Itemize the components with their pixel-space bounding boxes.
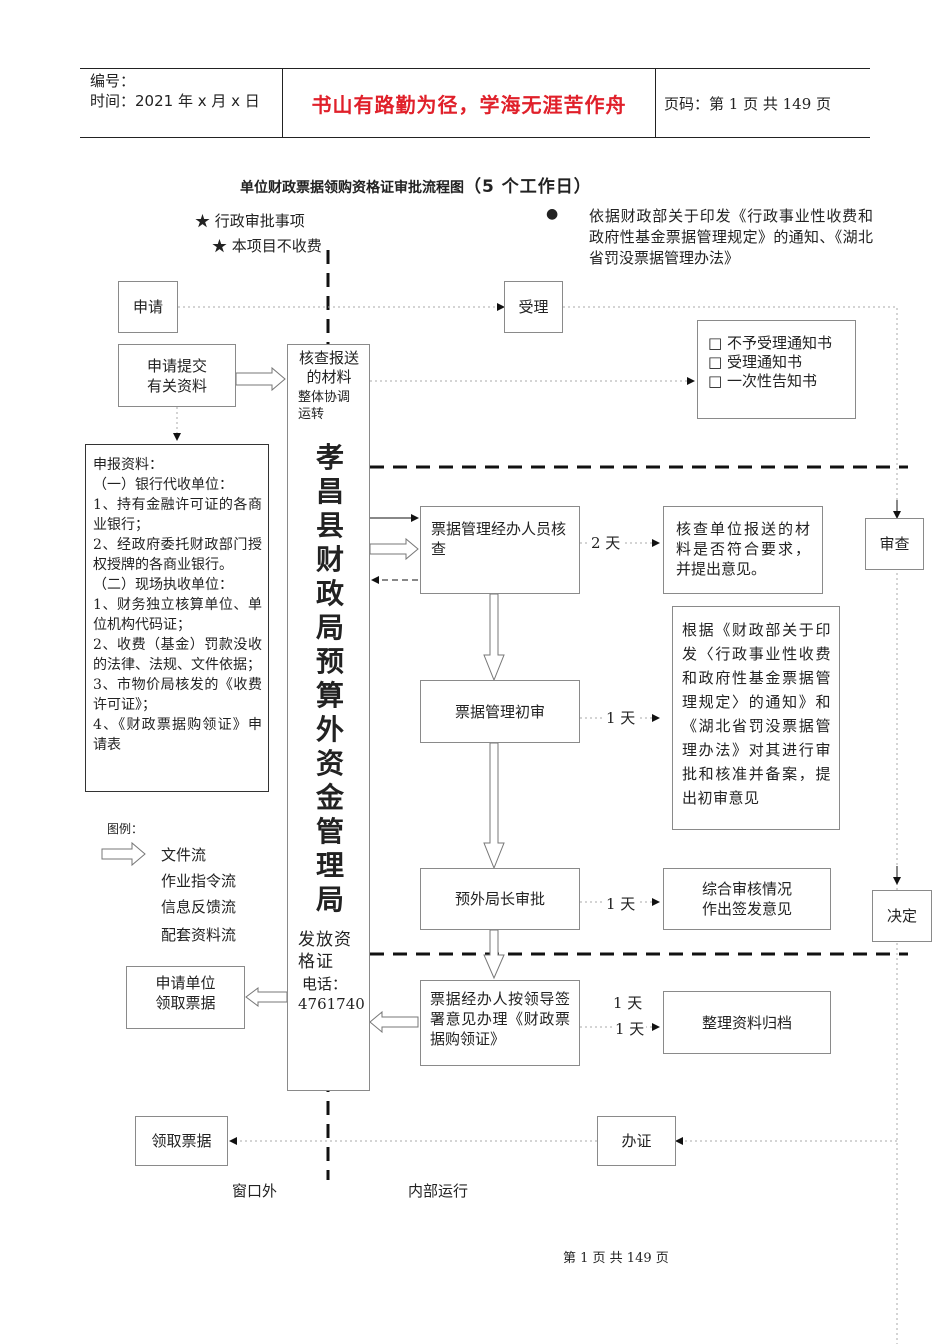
step-4-box: 票据经办人按领导签署意见办理《财政票据购领证》 [420,980,580,1066]
legend-item: 文件流 [161,846,207,864]
page-footer: 第 1 页 共 149 页 [563,1251,669,1266]
node-issue: 办证 [597,1116,676,1166]
diagram-title: 单位财政票据领购资格证审批流程图（5 个工作日） [240,172,710,197]
title-main: 单位财政票据领购资格证审批流程图 [240,180,464,196]
issue-cert-label: 发放资格证 [298,930,352,972]
step-3-box: 预外局长审批 [420,868,580,930]
step-4-note: 整理资料归档 [663,991,831,1054]
basis-text: 依据财政部关于印发《行政事业性收费和政府性基金票据管理规定》的通知、《湖北省罚没… [589,207,873,267]
step-4-days-b: 1 天 [613,1019,647,1039]
star-note-1: ★ 行政审批事项 [195,212,305,230]
notices-box: □ 不予受理通知书 □ 受理通知书 □ 一次性告知书 [697,320,856,419]
legend-item: 作业指令流 [161,872,237,890]
node-receive-tickets: 领取票据 [135,1116,228,1166]
bullet-icon: ● [546,206,559,222]
header-motto-cell: 书山有路勤为径，学海无涯苦作舟 [283,69,656,137]
number-label: 编号： [90,72,136,90]
node-review: 审查 [865,518,924,570]
header-left: 编号： 时间：2021 年 x 月 x 日 [80,69,283,137]
step-3-days: 1 天 [604,894,638,914]
motto: 书山有路勤为径，学海无涯苦作舟 [311,92,627,117]
legend-item: 配套资料流 [161,926,237,944]
page-header: 编号： 时间：2021 年 x 月 x 日 书山有路勤为径，学海无涯苦作舟 页码… [80,68,870,138]
node-submit-materials: 申请提交 有关资料 [118,344,236,407]
legend-title: 图例： [107,822,144,836]
notice-accept: □ 受理通知书 [708,353,802,371]
declare-line: （二）现场执收单位： [93,577,233,593]
step-1-days: 2 天 [589,533,623,553]
declare-line: 1、财务独立核算单位、单位机构代码证； [93,597,262,633]
star-note-2: ★ 本项目不收费 [212,237,322,255]
node-accept: 受理 [504,281,563,333]
agency-column: 核查报送的材料 整体协调运转 孝昌县财政局预算外资金管理局 发放资格证 电话： … [287,344,370,1091]
declare-line: 1、持有金融许可证的各商业银行； [93,497,262,533]
notice-onetime: □ 一次性告知书 [708,372,817,390]
declare-title: 申报资料： [93,457,163,473]
node-decide: 决定 [872,890,932,942]
declare-line: 2、经政府委托财政部门授权授牌的各商业银行。 [93,537,262,573]
step-4-days-a: 1 天 [613,994,643,1012]
node-apply: 申请 [118,281,178,333]
notice-reject: □ 不予受理通知书 [708,334,832,352]
step-3-note: 综合审核情况 作出签发意见 [663,868,831,930]
date-line: 时间：2021 年 x 月 x 日 [90,92,260,110]
legend-item: 信息反馈流 [161,898,237,916]
node-collect-by-unit: 申请单位 领取票据 [126,966,245,1029]
zone-inside: 内部运行 [408,1182,469,1200]
declare-line: 2、收费（基金）罚款没收的法律、法规、文件依据； [93,637,262,673]
phone-label: 电话： [302,975,348,993]
header-right: 页码：第 1 页 共 149 页 [656,69,870,137]
step-1-box: 票据管理经办人员核查 [420,506,580,594]
step-2-days: 1 天 [604,708,638,728]
check-materials-label: 核查报送的材料 [298,349,359,386]
declare-line: 3、市物价局核发的《收费许可证》； [93,677,262,713]
zone-outside: 窗口外 [232,1182,278,1200]
page-info: 页码：第 1 页 共 149 页 [664,94,832,113]
declare-line: （一）银行代收单位： [93,477,233,493]
step-2-box: 票据管理初审 [420,680,580,743]
declare-materials-box: 申报资料： （一）银行代收单位： 1、持有金融许可证的各商业银行； 2、经政府委… [85,444,269,792]
legend-arrow-icon [101,841,146,867]
declare-line: 4、《财政票据购领证》申请表 [93,717,262,753]
hollow-arrow-submit [235,366,286,392]
phone-number: 4761740 [298,995,365,1013]
step-2-note: 根据《财政部关于印发〈行政事业性收费和政府性基金票据管理规定〉的通知》和《湖北省… [672,606,840,830]
title-suffix: （5 个工作日） [464,177,592,197]
coordinate-label: 整体协调运转 [298,390,351,422]
step-1-note: 核查单位报送的材料是否符合要求，并提出意见。 [663,506,823,594]
agency-name: 孝昌县财政局预算外资金管理局 [315,441,344,916]
